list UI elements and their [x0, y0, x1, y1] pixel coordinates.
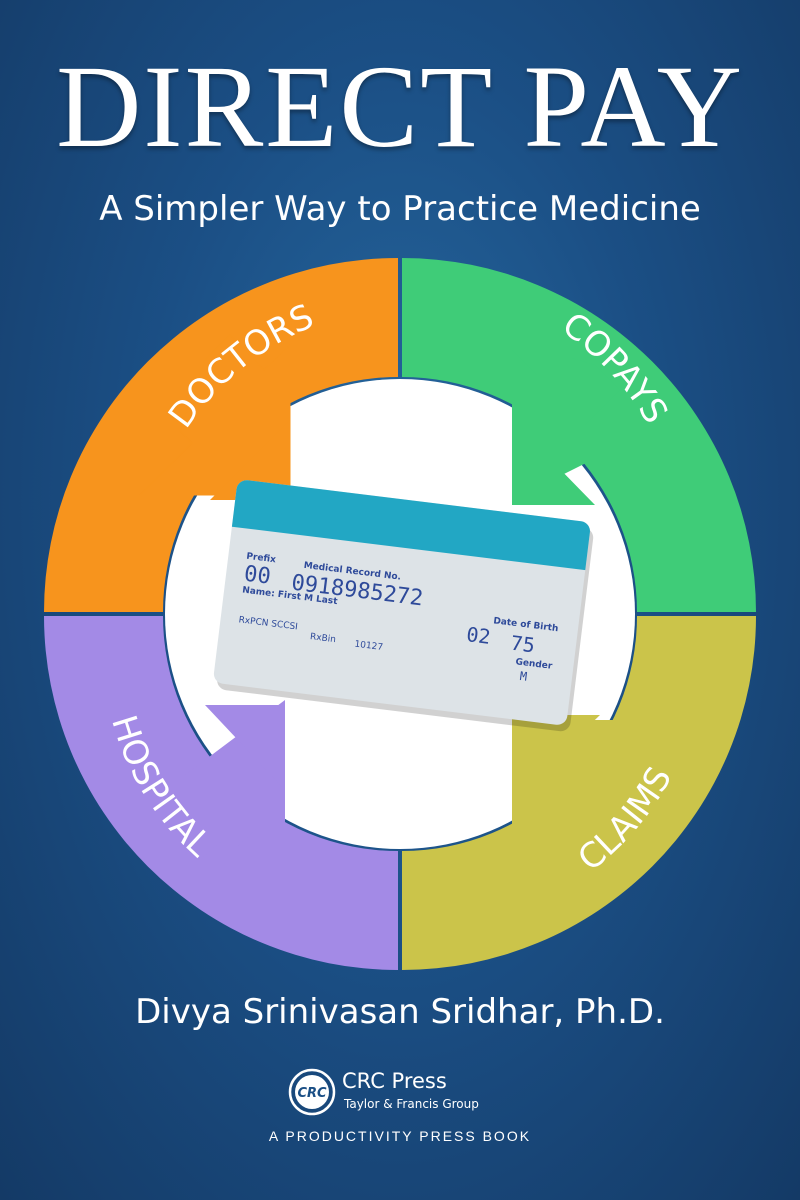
claims-arrow-head: [512, 715, 600, 800]
publisher-group: Taylor & Francis Group: [343, 1097, 479, 1111]
card-prefix-label: Prefix: [246, 552, 277, 566]
publisher-block: CRC CRC Press Taylor & Francis Group A P…: [0, 1062, 800, 1172]
card-rxbin-value: 10127: [354, 640, 384, 653]
book-subtitle: A Simpler Way to Practice Medicine: [99, 189, 701, 229]
doctors-arrow-head: [210, 420, 290, 500]
crc-logo-ring: [288, 1068, 336, 1116]
book-author: Divya Srinivasan Sridhar, Ph.D.: [135, 992, 665, 1032]
card-prefix-value: 00: [243, 562, 272, 590]
publisher-name: CRC Press: [342, 1069, 447, 1093]
hospital-arrow-head: [205, 705, 285, 790]
card-gender-value: M: [519, 669, 528, 684]
card-dob-year: 75: [509, 631, 536, 658]
publisher-tagline: A PRODUCTIVITY PRESS BOOK: [268, 1128, 532, 1144]
crc-logo: CRC CRC Press Taylor & Francis Group: [288, 1068, 479, 1116]
crc-logo-text: CRC: [297, 1086, 327, 1101]
insurance-card: Prefix 00 Medical Record No. 0918985272 …: [213, 480, 594, 732]
card-dob-month: 02: [465, 622, 492, 649]
copays-arrow-head: [512, 420, 595, 505]
card-rxbin-label: RxBin: [309, 632, 336, 645]
book-title: DIRECT PAY: [56, 41, 744, 172]
card-gender-label: Gender: [515, 657, 553, 671]
card-stripe: [231, 480, 590, 571]
crc-logo-inner: [295, 1075, 329, 1109]
